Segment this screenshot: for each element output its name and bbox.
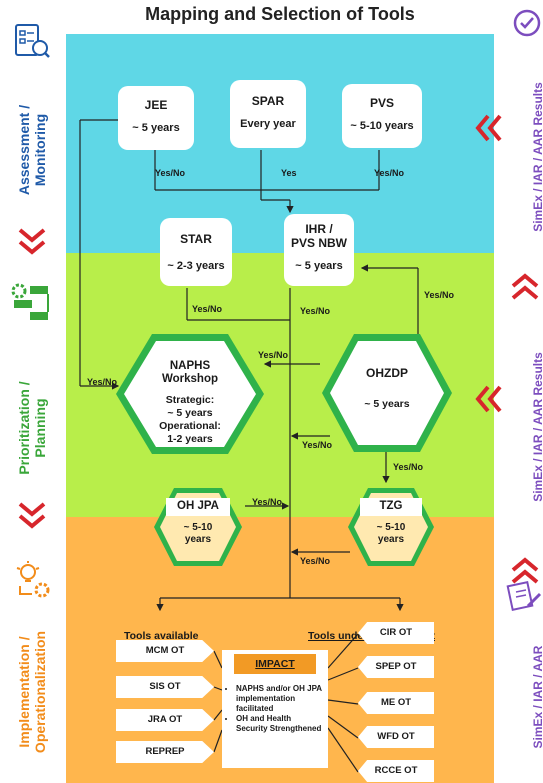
chevron-down-icon (18, 502, 46, 529)
naphs-hexagon (116, 334, 264, 454)
tool-development-item: SPEP OT (358, 656, 434, 678)
ihr-card: IHR / PVS NBW ~ 5 years (284, 214, 354, 286)
edge-label-ihr: Yes/No (300, 306, 331, 316)
edge-label-ohjpa: Yes/No (252, 497, 283, 507)
chevron-up-icon (511, 557, 539, 584)
edge-label-ohzdp-up: Yes/No (424, 290, 455, 300)
chevron-down-icon (18, 228, 46, 255)
chevron-left-icon (475, 114, 502, 142)
edge-label-spar: Yes (281, 168, 297, 178)
pvs-card: PVS ~ 5-10 years (342, 84, 422, 148)
ohjpa-hexagon (154, 488, 242, 566)
chevron-left-icon (475, 385, 502, 413)
edge-label-jee-loop: Yes/No (87, 377, 118, 387)
impact-point: NAPHS and/or OH JPA implementation facil… (236, 684, 324, 714)
edge-label-naphs: Yes/No (258, 350, 289, 360)
impact-title: IMPACT (234, 654, 316, 674)
tool-development-item: ME OT (358, 692, 434, 714)
edge-label-pvs: Yes/No (374, 168, 405, 178)
edge-label-tzg: Yes/No (393, 462, 424, 472)
chevron-up-icon (511, 273, 539, 300)
ohzdp-hexagon (322, 334, 452, 452)
tool-development-item: RCCE OT (358, 760, 434, 782)
impact-box: IMPACT NAPHS and/or OH JPA implementatio… (222, 650, 328, 768)
flowchart-gears-icon (11, 283, 49, 320)
check-badge-icon (513, 9, 541, 37)
document-pen-icon (506, 580, 542, 612)
tool-available-item: REPREP (116, 741, 214, 763)
tools-available-heading: Tools available (124, 630, 199, 642)
checklist-icon (15, 24, 50, 58)
star-card: STAR ~ 2-3 years (160, 218, 232, 286)
ohzdp-text: OHZDP ~ 5 years (364, 366, 410, 410)
edge-label-star: Yes/No (192, 304, 223, 314)
jee-card: JEE ~ 5 years (118, 86, 194, 150)
impact-list: NAPHS and/or OH JPA implementation facil… (222, 684, 328, 734)
idea-gear-icon (16, 561, 50, 598)
tool-development-item: CIR OT (358, 622, 434, 644)
tzg-text: TZG ~ 5-10 years (376, 500, 406, 545)
edge-label-ohzdp-back: Yes/No (302, 440, 333, 450)
page-title: Mapping and Selection of Tools (145, 4, 415, 24)
edge-label-jee: Yes/No (155, 168, 186, 178)
impact-point: OH and Health Security Strengthened (236, 714, 324, 734)
tool-available-item: JRA OT (116, 709, 214, 731)
tool-available-item: SIS OT (116, 676, 214, 698)
edge-label-tzg-back: Yes/No (300, 556, 331, 566)
tool-available-item: MCM OT (116, 640, 214, 662)
tool-development-item: WFD OT (358, 726, 434, 748)
naphs-text: NAPHS Workshop Strategic: ~ 5 years Oper… (159, 360, 221, 445)
spar-card: SPAR Every year (230, 80, 306, 148)
tzg-hexagon (348, 488, 434, 566)
ohjpa-text: OH JPA ~ 5-10 years (177, 500, 219, 545)
